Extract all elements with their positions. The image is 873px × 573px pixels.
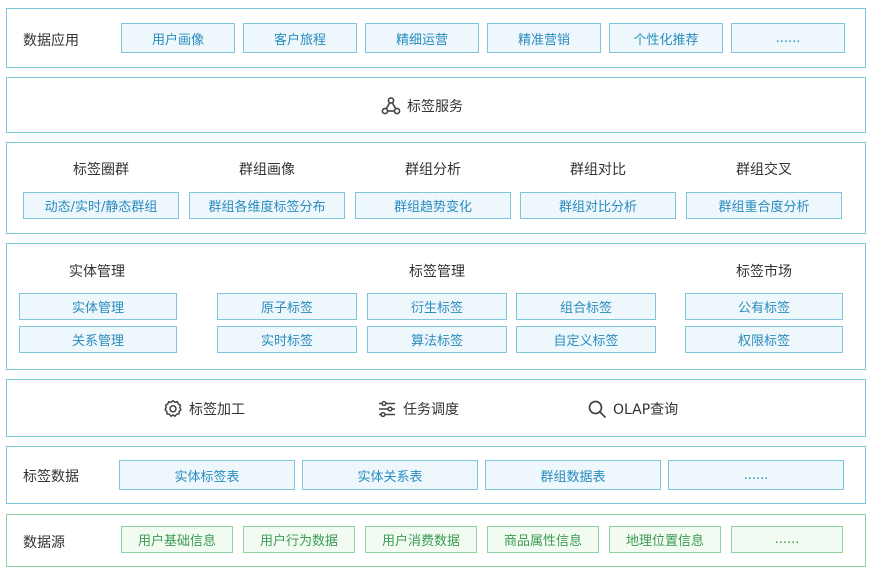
data-application-layer: 数据应用 用户画像 客户旅程 精细运营 精准营销 个性化推荐 ......	[6, 8, 866, 68]
gear-icon	[163, 399, 183, 419]
group-title-cross: 群组交叉	[736, 162, 792, 178]
tag-management-title: 标签管理	[409, 264, 465, 280]
group-analysis-layer: 标签圈群 动态/实时/静态群组 群组画像 群组各维度标签分布 群组分析 群组趋势…	[6, 142, 866, 234]
source-user-basic[interactable]: 用户基础信息	[121, 526, 233, 553]
tag-derived[interactable]: 衍生标签	[367, 293, 507, 320]
tag-processing[interactable]: 标签加工	[163, 399, 245, 419]
entity-relation-table[interactable]: 实体关系表	[302, 460, 478, 490]
app-item-precision-marketing[interactable]: 精准营销	[487, 23, 601, 53]
group-item-dynamic-groups[interactable]: 动态/实时/静态群组	[23, 192, 179, 219]
group-item-compare-analysis[interactable]: 群组对比分析	[520, 192, 676, 219]
share-nodes-icon	[381, 96, 401, 116]
olap-query-label: OLAP查询	[613, 402, 679, 418]
app-item-customer-journey[interactable]: 客户旅程	[243, 23, 357, 53]
app-item-recommendation[interactable]: 个性化推荐	[609, 23, 723, 53]
tag-service-layer: 标签服务	[6, 77, 866, 133]
group-title-portrait: 群组画像	[239, 162, 295, 178]
tag-processing-label: 标签加工	[189, 402, 245, 418]
group-title-tag-circle: 标签圈群	[73, 162, 129, 178]
layer-title: 数据源	[23, 535, 65, 551]
tag-market-title: 标签市场	[736, 264, 792, 280]
olap-query[interactable]: OLAP查询	[587, 399, 678, 419]
task-scheduling[interactable]: 任务调度	[377, 399, 459, 419]
source-user-behavior[interactable]: 用户行为数据	[243, 526, 355, 553]
tag-data-more[interactable]: ......	[668, 460, 844, 490]
source-user-consumption[interactable]: 用户消费数据	[365, 526, 477, 553]
tag-algorithm[interactable]: 算法标签	[367, 326, 507, 353]
app-item-user-portrait[interactable]: 用户画像	[121, 23, 235, 53]
source-product-attributes[interactable]: 商品属性信息	[487, 526, 599, 553]
source-more[interactable]: ......	[731, 526, 843, 553]
group-title-compare: 群组对比	[570, 162, 626, 178]
tag-service-label: 标签服务	[407, 99, 463, 115]
entity-tag-table[interactable]: 实体标签表	[119, 460, 295, 490]
app-item-fine-operation[interactable]: 精细运营	[365, 23, 479, 53]
relation-management-item[interactable]: 关系管理	[19, 326, 177, 353]
tag-permission[interactable]: 权限标签	[685, 326, 843, 353]
management-layer: 实体管理 实体管理 关系管理 标签管理 原子标签 衍生标签 组合标签 实时标签 …	[6, 243, 866, 370]
data-source-layer: 数据源 用户基础信息 用户行为数据 用户消费数据 商品属性信息 地理位置信息 .…	[6, 514, 866, 567]
tag-composite[interactable]: 组合标签	[516, 293, 656, 320]
processing-layer: 标签加工 任务调度 OLAP查询	[6, 379, 866, 437]
group-title-analysis: 群组分析	[405, 162, 461, 178]
tag-atomic[interactable]: 原子标签	[217, 293, 357, 320]
source-geo-location[interactable]: 地理位置信息	[609, 526, 721, 553]
entity-management-item[interactable]: 实体管理	[19, 293, 177, 320]
group-item-overlap-analysis[interactable]: 群组重合度分析	[686, 192, 842, 219]
group-item-trend[interactable]: 群组趋势变化	[355, 192, 511, 219]
group-data-table[interactable]: 群组数据表	[485, 460, 661, 490]
entity-management-title: 实体管理	[69, 264, 125, 280]
task-scheduling-label: 任务调度	[403, 402, 459, 418]
layer-title: 数据应用	[23, 33, 79, 49]
tag-custom[interactable]: 自定义标签	[516, 326, 656, 353]
search-icon	[587, 399, 607, 419]
tag-realtime[interactable]: 实时标签	[217, 326, 357, 353]
tag-public[interactable]: 公有标签	[685, 293, 843, 320]
group-item-dimension-distribution[interactable]: 群组各维度标签分布	[189, 192, 345, 219]
sliders-icon	[377, 399, 397, 419]
tag-data-layer: 标签数据 实体标签表 实体关系表 群组数据表 ......	[6, 446, 866, 504]
tag-service[interactable]: 标签服务	[381, 96, 463, 116]
layer-title: 标签数据	[23, 469, 79, 485]
app-item-more[interactable]: ......	[731, 23, 845, 53]
